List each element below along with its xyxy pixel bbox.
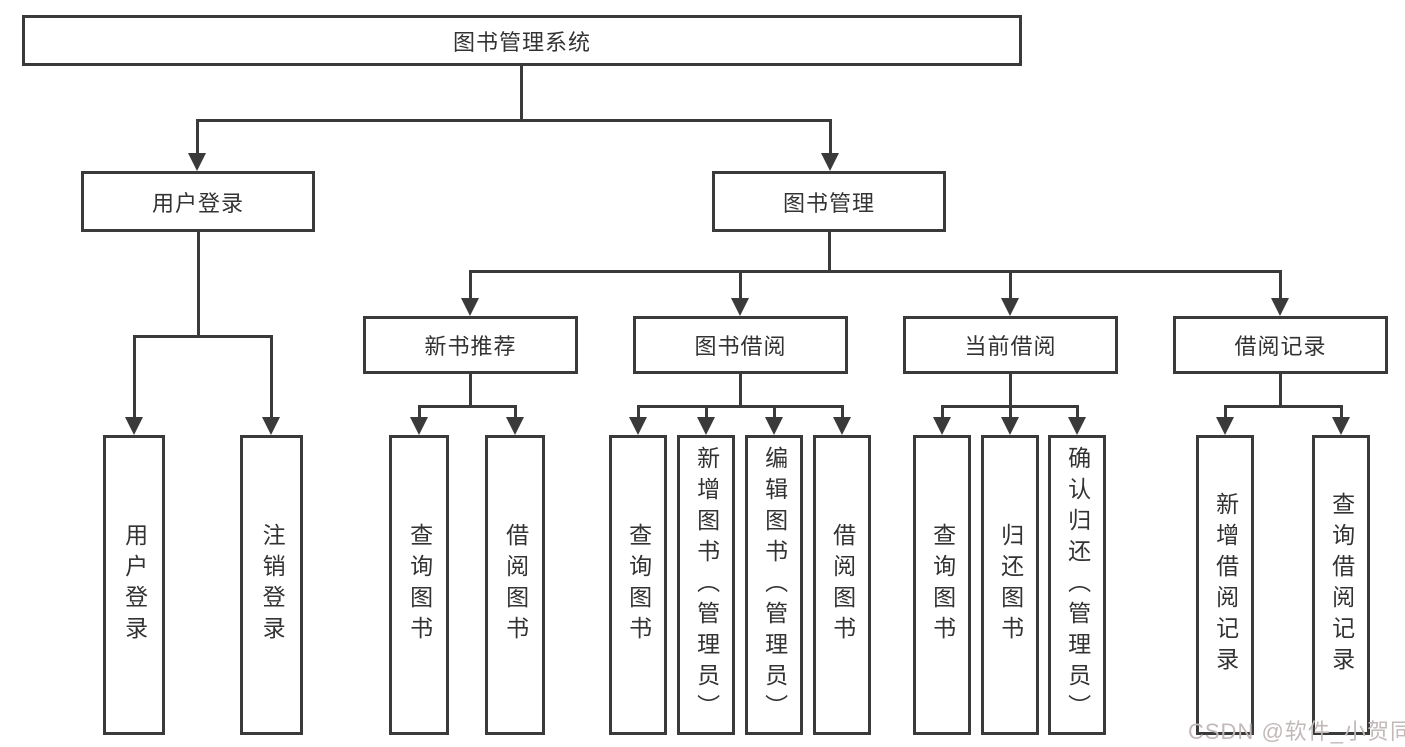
arrowhead-down-icon <box>933 417 951 435</box>
connector-line <box>1279 270 1282 300</box>
connector-line <box>469 270 1282 273</box>
leaf-logout: 注销登录 <box>240 435 303 735</box>
connector-line <box>418 405 421 423</box>
arrowhead-down-icon <box>188 153 206 171</box>
connector-line <box>1009 270 1012 300</box>
connector-line <box>1009 374 1012 408</box>
node-label: 当前借阅 <box>964 334 1057 359</box>
connector-line <box>133 335 273 338</box>
connector-line <box>829 119 832 157</box>
node-library-system: 图书管理系统 <box>22 15 1022 66</box>
node-user-login: 用户登录 <box>81 171 315 232</box>
node-label: 图书管理 <box>782 190 875 216</box>
arrowhead-down-icon <box>833 417 851 435</box>
leaf-br-add-record: 新增借阅记录 <box>1196 435 1254 735</box>
leaf-cb-confirm-return-admin: 确认归还（管理员） <box>1048 435 1106 735</box>
leaf-label: 查询借阅记录 <box>1328 492 1355 678</box>
arrowhead-down-icon <box>1216 417 1234 435</box>
connector-line <box>1340 405 1343 423</box>
connector-line <box>196 119 199 157</box>
connector-line <box>705 405 708 423</box>
node-book-management: 图书管理 <box>712 171 946 232</box>
arrowhead-down-icon <box>461 298 479 316</box>
node-borrow-records: 借阅记录 <box>1173 316 1388 374</box>
connector-line <box>1279 374 1282 408</box>
arrowhead-down-icon <box>731 298 749 316</box>
connector-line <box>197 232 200 337</box>
leaf-label: 归还图书 <box>997 523 1024 647</box>
node-label: 用户登录 <box>151 190 244 216</box>
connector-line <box>841 405 844 423</box>
arrowhead-down-icon <box>821 153 839 171</box>
arrowhead-down-icon <box>1332 417 1350 435</box>
connector-line <box>196 119 832 122</box>
leaf-cb-query-books: 查询图书 <box>913 435 971 735</box>
connector-line <box>1009 405 1012 423</box>
connector-line <box>941 405 944 423</box>
connector-line <box>637 405 844 408</box>
arrowhead-down-icon <box>410 417 428 435</box>
node-label: 新书推荐 <box>424 334 517 359</box>
leaf-rec-borrow-books: 借阅图书 <box>485 435 545 735</box>
connector-line <box>1224 405 1227 423</box>
arrowhead-down-icon <box>765 417 783 435</box>
connector-line <box>1224 405 1343 408</box>
node-book-borrow: 图书借阅 <box>633 316 848 374</box>
arrowhead-down-icon <box>697 417 715 435</box>
leaf-label: 借阅图书 <box>502 523 529 647</box>
connector-line <box>469 374 472 408</box>
leaf-br-query-record: 查询借阅记录 <box>1312 435 1370 735</box>
arrowhead-down-icon <box>1001 298 1019 316</box>
arrowhead-down-icon <box>506 417 524 435</box>
leaf-label: 查询图书 <box>406 523 433 647</box>
node-label: 图书管理系统 <box>452 29 591 55</box>
arrowhead-down-icon <box>1271 298 1289 316</box>
leaf-bb-query-books: 查询图书 <box>609 435 667 735</box>
leaf-label: 借阅图书 <box>829 523 856 647</box>
connector-line <box>520 66 523 121</box>
node-label: 借阅记录 <box>1234 334 1327 359</box>
leaf-label: 查询图书 <box>625 523 652 647</box>
leaf-bb-edit-books-admin: 编辑图书（管理员） <box>745 435 803 735</box>
leaf-rec-query-books: 查询图书 <box>389 435 449 735</box>
arrowhead-down-icon <box>1068 417 1086 435</box>
node-new-book-recommend: 新书推荐 <box>363 316 578 374</box>
connector-line <box>773 405 776 423</box>
watermark-text: CSDN @软件_小贺同学 <box>1188 719 1405 744</box>
connector-line <box>514 405 517 423</box>
leaf-bb-borrow-books: 借阅图书 <box>813 435 871 735</box>
leaf-label: 新增借阅记录 <box>1212 492 1239 678</box>
leaf-bb-add-books-admin: 新增图书（管理员） <box>677 435 735 735</box>
leaf-label: 查询图书 <box>929 523 956 647</box>
node-label: 图书借阅 <box>694 334 787 359</box>
connector-line <box>418 405 517 408</box>
connector-line <box>828 232 831 273</box>
leaf-label: 新增图书（管理员） <box>693 445 720 725</box>
leaf-label: 编辑图书（管理员） <box>761 445 788 725</box>
connector-line <box>739 374 742 408</box>
leaf-user-login: 用户登录 <box>103 435 165 735</box>
arrowhead-down-icon <box>1001 417 1019 435</box>
connector-line <box>270 335 273 423</box>
leaf-label: 注销登录 <box>259 523 286 647</box>
node-current-borrow: 当前借阅 <box>903 316 1118 374</box>
connector-line <box>637 405 640 423</box>
leaf-cb-return-books: 归还图书 <box>981 435 1039 735</box>
arrowhead-down-icon <box>262 417 280 435</box>
arrowhead-down-icon <box>629 417 647 435</box>
leaf-label: 确认归还（管理员） <box>1064 445 1091 725</box>
connector-line <box>1076 405 1079 423</box>
leaf-label: 用户登录 <box>121 523 148 647</box>
connector-line <box>469 270 472 300</box>
arrowhead-down-icon <box>125 417 143 435</box>
connector-line <box>739 270 742 300</box>
connector-line <box>133 335 136 423</box>
